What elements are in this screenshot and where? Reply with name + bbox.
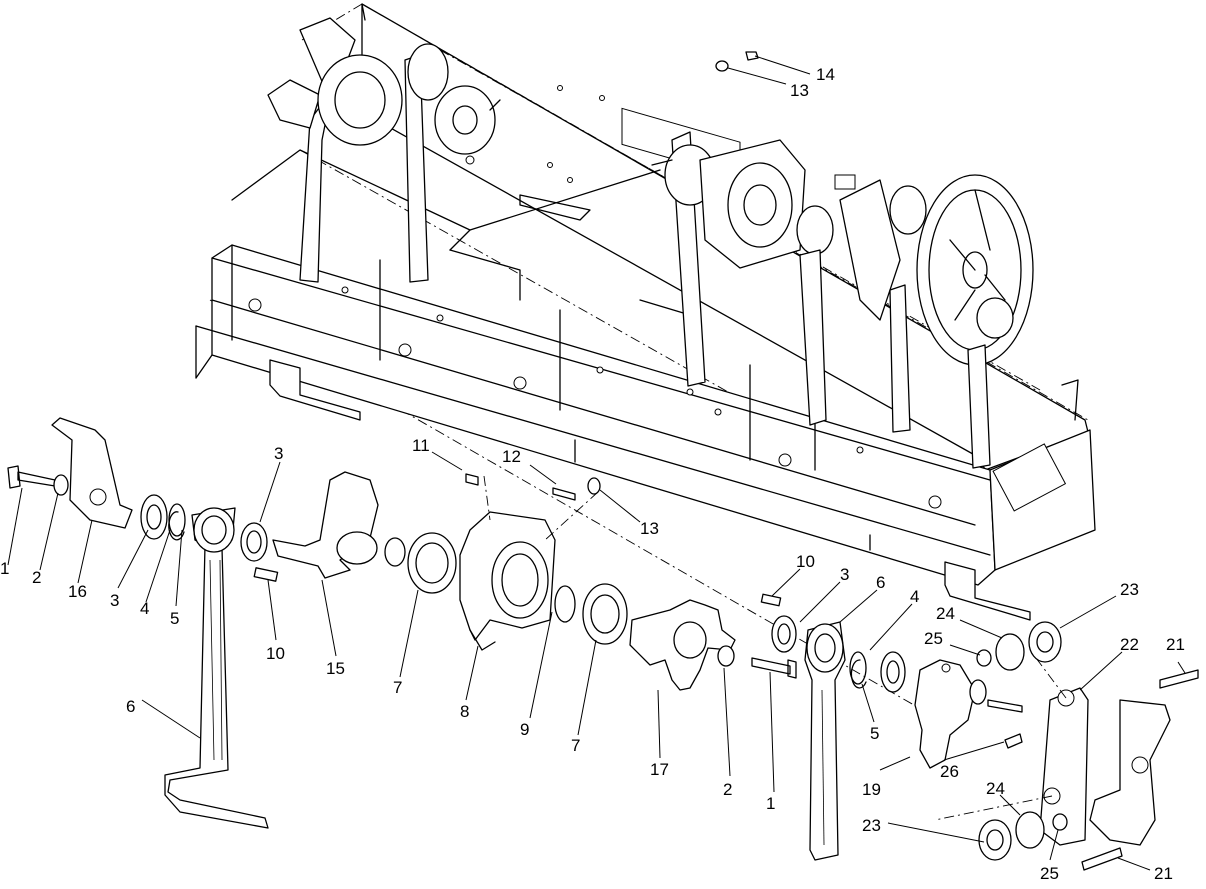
- callout-6-right: 6: [876, 573, 885, 592]
- callout-1-right: 1: [766, 794, 775, 813]
- callout-14: 14: [816, 65, 835, 84]
- callout-8: 8: [460, 702, 469, 721]
- callout-5-right: 5: [870, 724, 879, 743]
- part-snap-ring-4a: [168, 503, 186, 537]
- part-nut-25b: [1052, 813, 1068, 831]
- callout-2-right: 2: [723, 780, 732, 799]
- part-ring-9: [554, 585, 576, 623]
- callout-21-upper: 21: [1166, 635, 1185, 654]
- part-bolt-1b: [751, 657, 797, 679]
- part-washer-24a: [995, 633, 1025, 671]
- leader-lines: [7, 55, 1186, 871]
- part-nut-14: [745, 51, 759, 61]
- callout-19: 19: [862, 780, 881, 799]
- callout-2-left: 2: [32, 568, 41, 587]
- callout-7-left: 7: [393, 678, 402, 697]
- part-nut-25a: [976, 649, 992, 667]
- callout-4-right: 4: [910, 587, 919, 606]
- callout-26: 26: [940, 762, 959, 781]
- callout-10-left: 10: [266, 644, 285, 663]
- callout-4-left: 4: [140, 599, 149, 618]
- callout-17: 17: [650, 760, 669, 779]
- callout-23-upper: 23: [1120, 580, 1139, 599]
- drive-pulley-cluster: [839, 174, 1034, 469]
- part-key-10a: [253, 567, 279, 582]
- callout-labels: 1 2 16 3 4 5 3 10 15 6 7 8 11 12 13 9 7 …: [0, 65, 1185, 883]
- main-frame-assembly: [195, 3, 1096, 721]
- callout-10-right: 10: [796, 552, 815, 571]
- callout-21-lower: 21: [1154, 864, 1173, 883]
- callout-3-center: 3: [274, 444, 283, 463]
- part-washer-13b: [715, 60, 729, 72]
- part-washer-2: [53, 474, 69, 496]
- callout-13-center: 13: [640, 519, 659, 538]
- left-linkage-cluster: [267, 17, 501, 283]
- part-screw-12: [552, 487, 576, 501]
- callout-24-upper: 24: [936, 604, 955, 623]
- callout-16: 16: [68, 582, 87, 601]
- callout-15: 15: [326, 659, 345, 678]
- callout-11: 11: [412, 436, 430, 455]
- frame-holes: [248, 85, 942, 509]
- callout-5-left: 5: [170, 609, 179, 628]
- part-bolt-21a: [1159, 669, 1199, 689]
- part-screw-26: [1004, 733, 1023, 749]
- callout-3-right: 3: [840, 565, 849, 584]
- center-linkage-cluster: [651, 131, 834, 426]
- callout-3-left: 3: [110, 591, 119, 610]
- part-snap-ring-4b: [849, 651, 867, 685]
- part-key-10b: [760, 593, 782, 607]
- part-washer-24b: [1015, 811, 1045, 849]
- part-bolt-1: [7, 465, 56, 489]
- callout-12: 12: [502, 447, 521, 466]
- callout-25-upper: 25: [924, 629, 943, 648]
- callout-25-lower: 25: [1040, 864, 1059, 883]
- callout-6-left: 6: [126, 697, 135, 716]
- callout-1-left: 1: [0, 559, 9, 578]
- warning-decal-side: [992, 443, 1067, 512]
- callout-22: 22: [1120, 635, 1139, 654]
- callout-23-lower: 23: [862, 816, 881, 835]
- part-washer-13a: [587, 477, 601, 495]
- part-screw-11: [465, 473, 479, 486]
- exploded-parts: [7, 51, 1199, 871]
- part-bracket-19: [914, 659, 976, 769]
- part-crank-15: [272, 471, 379, 579]
- part-bolt-21b: [1081, 847, 1123, 871]
- callout-24-lower: 24: [986, 779, 1005, 798]
- callout-13-top: 13: [790, 81, 809, 100]
- part-end-arm: [1089, 699, 1171, 846]
- part-washer-2b: [717, 645, 735, 667]
- callout-7-right: 7: [571, 736, 580, 755]
- part-bracket-16: [51, 417, 133, 529]
- callout-9: 9: [520, 720, 529, 739]
- small-decal: [834, 174, 856, 190]
